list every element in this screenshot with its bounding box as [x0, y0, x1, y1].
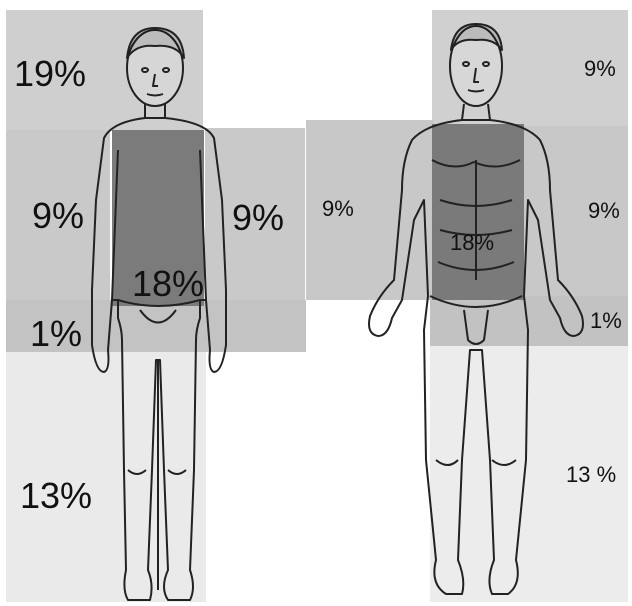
adult-genital-label: 1% — [590, 310, 622, 332]
adult-left-arm-label: 9% — [322, 198, 354, 220]
child-right-arm-label: 9% — [232, 200, 284, 236]
child-left-arm-label: 9% — [32, 198, 84, 234]
adult-trunk-label: 18% — [450, 232, 494, 254]
child-head-label: 19% — [14, 56, 86, 92]
adult-right-arm-label: 9% — [588, 200, 620, 222]
child-legs-label: 13% — [20, 478, 92, 514]
child-trunk-label: 18% — [132, 266, 204, 302]
adult-legs-label: 13 % — [566, 464, 616, 486]
adult-head-label: 9% — [584, 58, 616, 80]
child-genital-label: 1% — [30, 316, 82, 352]
